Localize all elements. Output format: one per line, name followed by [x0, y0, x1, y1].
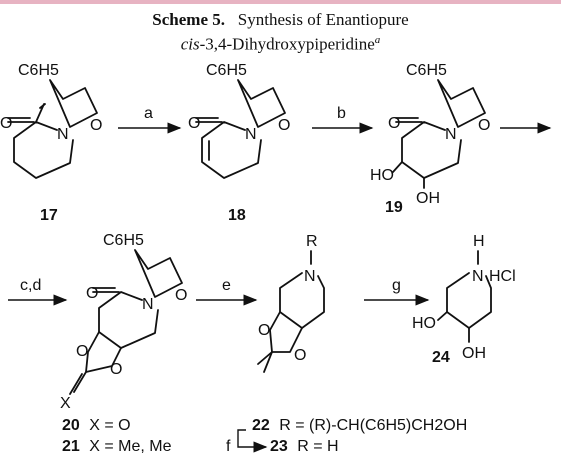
phenyl-label: C6H5	[103, 232, 144, 249]
hydrogen-label: H	[473, 233, 485, 250]
compound-23-definition: R = H	[297, 438, 338, 455]
condition-a: a	[144, 105, 153, 122]
oxygen-label: O	[294, 347, 306, 364]
scheme-title: Scheme 5. Synthesis of Enantiopure cis-3…	[0, 9, 561, 55]
compound-17-label: 17	[40, 207, 58, 224]
compound-23-label: 23	[270, 438, 288, 455]
oxygen-label: O	[188, 115, 200, 132]
r-group-label: R	[306, 233, 318, 250]
oxygen-label: O	[258, 322, 270, 339]
compound-24-structure: H N HCl HO OH 24	[412, 233, 516, 366]
compound-22-definition: R = (R)-CH(C6H5)CH2OH	[279, 417, 467, 434]
nitrogen-label: N	[304, 268, 316, 285]
hydroxyl-label: OH	[416, 190, 440, 207]
compound-19-label: 19	[385, 199, 403, 216]
compound-24-label: 24	[432, 349, 450, 366]
oxygen-label: O	[478, 117, 490, 134]
scheme-footnote-mark: a	[374, 34, 381, 46]
compound-22-23-structure: R N O O	[257, 233, 325, 373]
compound-22-label: 22	[252, 417, 270, 434]
nitrogen-label: N	[57, 126, 69, 143]
oxygen-label: O	[86, 285, 98, 302]
hydroxyl-label: HO	[370, 167, 394, 184]
scheme-title-line1: Synthesis of Enantiopure	[237, 10, 409, 29]
scheme-label: Scheme 5.	[152, 10, 226, 29]
nitrogen-label: N	[245, 126, 257, 143]
compound-21-label: 21	[62, 438, 80, 455]
phenyl-label: C6H5	[18, 62, 59, 79]
condition-f: f	[226, 438, 231, 455]
oxygen-label: O	[175, 287, 187, 304]
oxygen-label: O	[90, 117, 102, 134]
compound-18-structure: C6H5 N O O 18	[188, 62, 290, 224]
condition-e: e	[222, 277, 231, 294]
substituent-x-label: X	[60, 395, 71, 412]
nitrogen-label: N	[472, 268, 484, 285]
oxygen-label: O	[110, 361, 122, 378]
legend-22: 22 R = (R)-CH(C6H5)CH2OH	[252, 417, 467, 434]
scheme-title-cis: cis	[180, 34, 200, 54]
compound-17-structure: C6H5 N O O 17	[0, 62, 102, 224]
legend-21: 21 X = Me, Me	[62, 438, 172, 455]
hydroxyl-label: OH	[462, 345, 486, 362]
condition-b: b	[337, 105, 346, 122]
oxygen-label: O	[278, 117, 290, 134]
condition-cd: c,d	[20, 277, 41, 294]
hydrochloride-label: HCl	[489, 268, 516, 285]
phenyl-label: C6H5	[406, 62, 447, 79]
legend-20: 20 X = O	[62, 417, 131, 434]
oxygen-label: O	[388, 115, 400, 132]
compound-21-definition: X = Me, Me	[89, 438, 171, 455]
compound-20-definition: X = O	[89, 417, 130, 434]
oxygen-label: O	[76, 343, 88, 360]
compound-19-structure: C6H5 N O O HO OH 19	[370, 62, 490, 216]
nitrogen-label: N	[445, 126, 457, 143]
reaction-arrow-f	[237, 429, 268, 453]
hydroxyl-label: HO	[412, 315, 436, 332]
compound-20-label: 20	[62, 417, 80, 434]
scheme-title-line2: -3,4-Dihydroxypiperidine	[199, 34, 375, 54]
phenyl-label: C6H5	[206, 62, 247, 79]
compound-20-21-structure: C6H5 N O O O O X	[60, 232, 187, 412]
legend-23: 23 R = H	[270, 438, 339, 455]
condition-g: g	[392, 277, 401, 294]
top-rule	[0, 0, 561, 4]
compound-18-label: 18	[228, 207, 246, 224]
nitrogen-label: N	[142, 296, 154, 313]
oxygen-label: O	[0, 115, 12, 132]
